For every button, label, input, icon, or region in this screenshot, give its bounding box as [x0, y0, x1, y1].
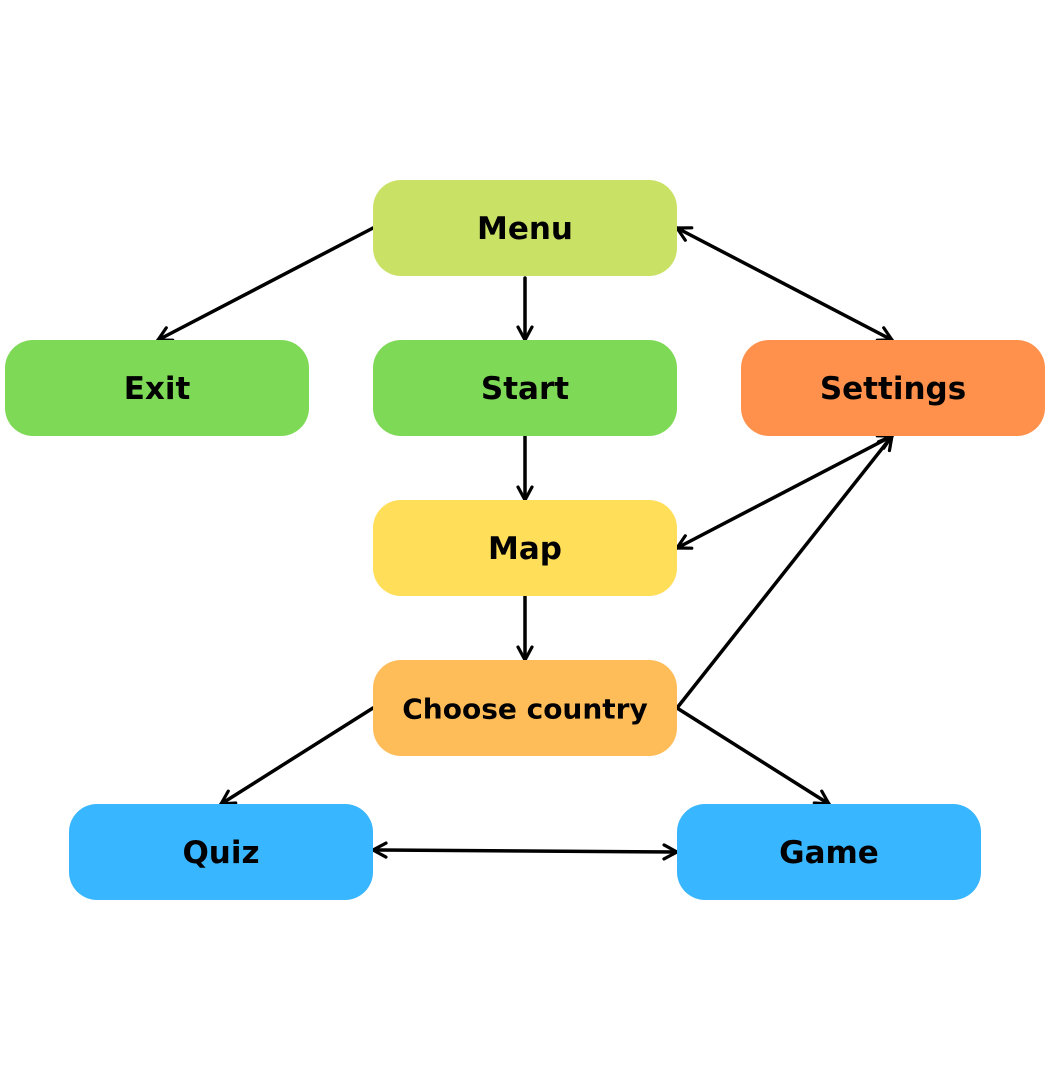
node-start-label: Start	[481, 371, 569, 407]
node-settings: Settings	[741, 340, 1045, 436]
node-choose-country-label: Choose country	[402, 693, 648, 726]
edge-choose-game	[675, 706, 831, 806]
node-settings-box	[741, 340, 1045, 436]
edge-quiz-game	[371, 841, 679, 861]
edge-settings-map	[675, 434, 894, 550]
node-menu-label: Menu	[477, 211, 573, 247]
node-start: Start	[373, 340, 677, 436]
node-game-label: Game	[779, 835, 879, 871]
node-menu: Menu	[373, 180, 677, 276]
node-exit-label: Exit	[124, 371, 191, 407]
node-game: Game	[677, 804, 981, 900]
node-quiz-box	[69, 804, 373, 900]
node-game-box	[677, 804, 981, 900]
edge-menu-exit	[156, 226, 375, 342]
node-quiz: Quiz	[69, 804, 373, 900]
node-exit: Exit	[5, 340, 309, 436]
node-quiz-label: Quiz	[182, 835, 259, 871]
node-map: Map	[373, 500, 677, 596]
edge-menu-settings	[675, 226, 894, 342]
edge-choose-quiz	[219, 706, 375, 806]
node-map-box	[373, 500, 677, 596]
node-start-box	[373, 340, 677, 436]
node-settings-label: Settings	[820, 371, 966, 407]
node-exit-box	[5, 340, 309, 436]
node-menu-box	[373, 180, 677, 276]
node-choose-country-box	[373, 660, 677, 756]
edges	[156, 226, 894, 861]
edge-choose-settings	[675, 434, 894, 710]
node-choose-country: Choose country	[373, 660, 677, 756]
node-map-label: Map	[488, 531, 562, 567]
